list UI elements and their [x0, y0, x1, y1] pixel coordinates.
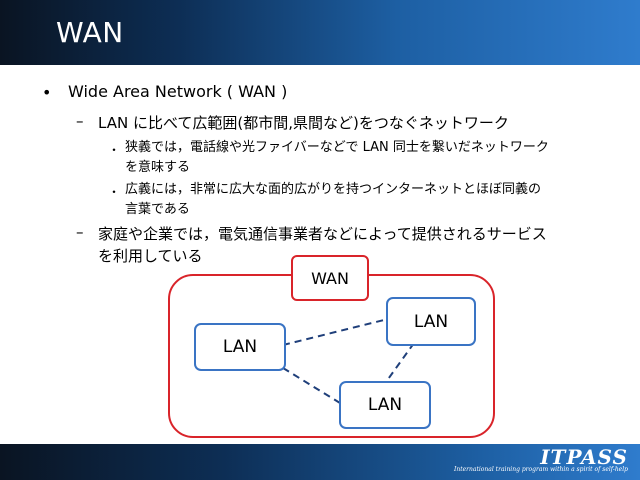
lan-node-3: LAN [339, 381, 431, 429]
wan-label-box: WAN [291, 255, 369, 301]
link-lan1-lan3 [282, 367, 341, 404]
bullet-narrow-sense: 狭義では，電話線や光ファイバーなどで LAN 同士を繋いだネットワーク を意味す… [125, 138, 549, 178]
dash-icon: – [76, 112, 84, 130]
brand-name: ITPASS [540, 445, 628, 469]
broad-sense-line1: 広義には，非常に広大な面的広がりを持つインターネットとほぼ同義の [125, 182, 542, 197]
lan-label: LAN [222, 337, 258, 357]
narrow-sense-line2: を意味する [125, 160, 191, 175]
lan-node-1: LAN [194, 323, 286, 371]
slide-title: WAN [56, 16, 124, 49]
title-bar: WAN [0, 0, 640, 65]
wan-label: WAN [311, 268, 349, 288]
service-usage-line2: を利用している [98, 247, 203, 265]
lan-label: LAN [413, 311, 449, 332]
bullet-lan-comparison: LAN に比べて広範囲(都市間,県間など)をつなぐネットワーク [98, 114, 509, 132]
narrow-sense-line1: 狭義では，電話線や光ファイバーなどで LAN 同士を繋いだネットワーク [125, 140, 549, 155]
brand-tagline: International training program within a … [453, 466, 628, 473]
bullet-broad-sense: 広義には，非常に広大な面的広がりを持つインターネットとほぼ同義の 言葉である [125, 180, 541, 220]
service-usage-line1: 家庭や企業では，電気通信事業者などによって提供されるサービス [98, 225, 547, 243]
dash-icon: – [76, 223, 84, 241]
lan-node-2: LAN [386, 297, 476, 346]
broad-sense-line2: 言葉である [125, 202, 190, 217]
link-lan2-lan3 [385, 342, 415, 383]
small-bullet-icon: ・ [108, 185, 121, 199]
bullet-wan-definition: Wide Area Network ( WAN ) [68, 82, 288, 101]
bullet-dot-icon: • [42, 83, 52, 102]
small-bullet-icon: ・ [108, 143, 121, 157]
lan-label: LAN [367, 395, 403, 415]
footer-bar [0, 444, 640, 480]
itpass-logo: ITPASS International training program wi… [454, 447, 628, 473]
link-lan1-lan2 [282, 318, 389, 346]
bullet-service-usage: 家庭や企業では，電気通信事業者などによって提供されるサービス を利用している [98, 223, 547, 267]
